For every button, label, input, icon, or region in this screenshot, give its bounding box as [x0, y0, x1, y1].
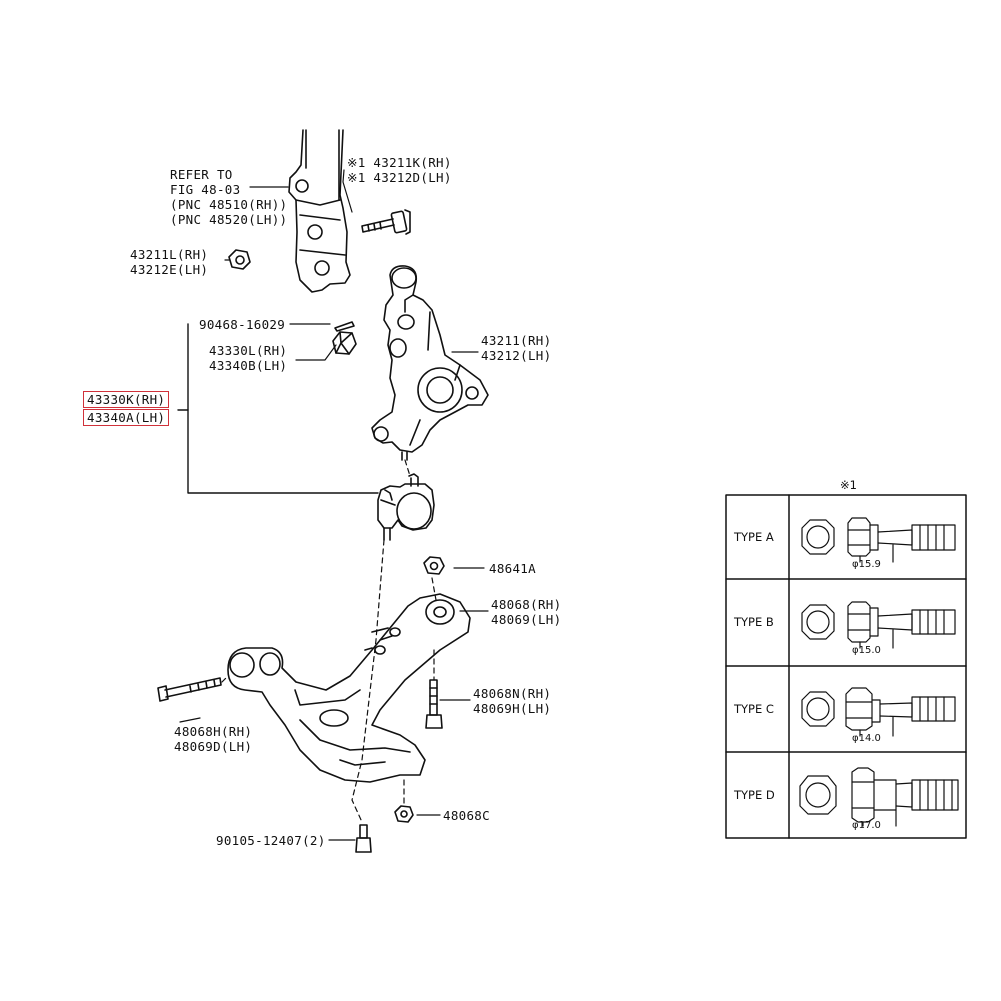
nut-48641a	[423, 556, 445, 575]
type-table-marker: ※1	[840, 478, 857, 492]
ball-joint	[377, 473, 435, 541]
strut-bracket	[288, 129, 351, 293]
highlight-43340a: 43340A(LH)	[83, 409, 170, 426]
type-c-diameter: φ14.0	[852, 733, 881, 744]
group-bracket	[177, 323, 379, 494]
cotter-pin	[334, 321, 355, 332]
nut-43211l	[228, 249, 251, 270]
type-d-diameter: φ17.0	[852, 820, 881, 831]
type-b-label: TYPE B	[734, 615, 774, 629]
bolt-48068n	[425, 679, 443, 729]
type-c-bolt	[801, 687, 956, 737]
type-d-label: TYPE D	[734, 788, 775, 802]
type-a-label: TYPE A	[734, 530, 774, 544]
label-48068: 48068(RH) 48069(LH)	[491, 597, 562, 627]
leader-lines	[179, 169, 489, 841]
label-48068h: 48068H(RH) 48069D(LH)	[174, 724, 253, 754]
nut-48068c	[394, 805, 414, 823]
type-b-diameter: φ15.0	[852, 645, 881, 656]
label-48641a: 48641A	[489, 561, 536, 576]
bolt-90105	[355, 824, 372, 853]
steering-knuckle	[371, 265, 489, 461]
assembly-lines	[221, 459, 437, 823]
label-43211k: ※1 43211K(RH) ※1 43212D(LH)	[347, 155, 452, 185]
type-table-frame	[725, 494, 967, 839]
label-43330k: 43330K(RH) 43340A(LH)	[83, 391, 170, 426]
label-43211l: 43211L(RH) 43212E(LH)	[130, 247, 209, 277]
type-d-bolt	[799, 767, 959, 827]
label-90105: 90105-12407(2)	[216, 833, 326, 848]
label-48068n: 48068N(RH) 48069H(LH)	[473, 686, 552, 716]
label-43211: 43211(RH) 43212(LH)	[481, 333, 552, 363]
type-c-label: TYPE C	[734, 702, 774, 716]
type-a-diameter: φ15.9	[852, 559, 881, 570]
highlight-43330k: 43330K(RH)	[83, 391, 170, 408]
bolt-48068h	[157, 677, 222, 702]
label-refer-to: REFER TO FIG 48-03 (PNC 48510(RH)) (PNC …	[170, 167, 288, 227]
label-48068c: 48068C	[443, 808, 490, 823]
type-a-bolt	[801, 517, 956, 563]
bolt-43211k	[361, 209, 411, 235]
lower-control-arm	[227, 593, 471, 783]
castle-nut-43330l	[332, 331, 357, 355]
label-90468: 90468-16029	[199, 317, 286, 332]
label-43330l: 43330L(RH) 43340B(LH)	[209, 343, 288, 373]
type-b-bolt	[801, 601, 956, 649]
